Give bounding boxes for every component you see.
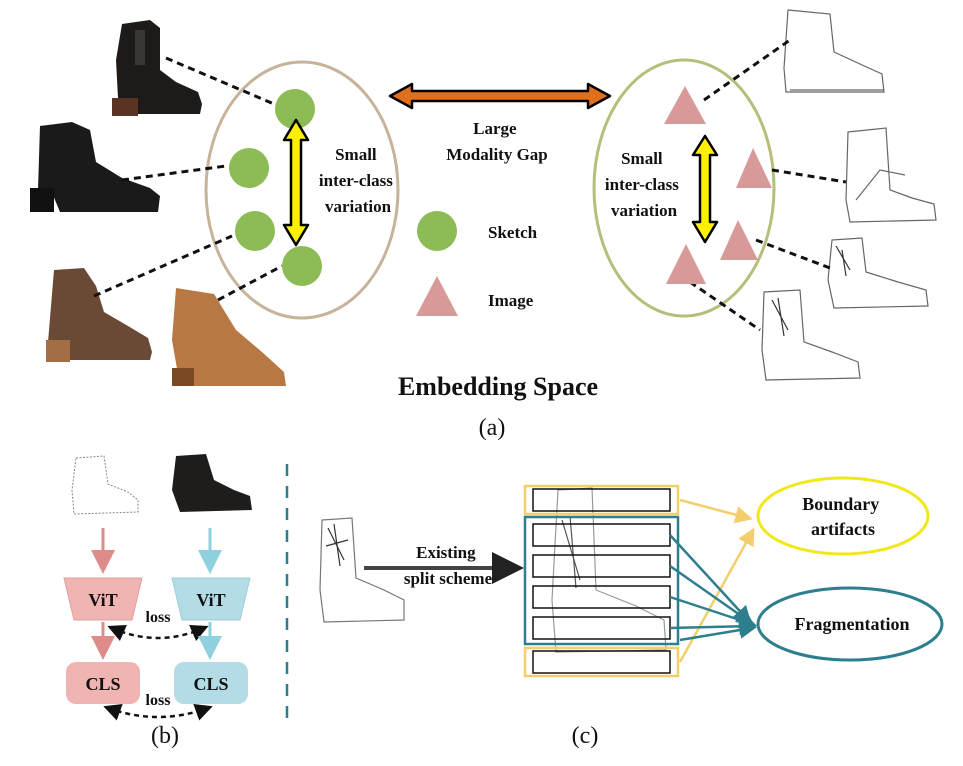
split-sketch <box>551 487 667 653</box>
input-sketch <box>319 517 405 623</box>
boot-photo-3 <box>46 268 152 362</box>
split-label-line-1: Existing <box>416 543 476 562</box>
boundary-artifacts-label: Boundary artifacts <box>802 494 884 539</box>
split-label-line-2: split scheme <box>404 569 493 588</box>
sketch-point <box>282 246 322 286</box>
fragment-container <box>523 515 680 646</box>
vit-right-label: ViT <box>196 590 225 610</box>
right-label-line-3: variation <box>611 201 678 220</box>
legend-sketch-marker <box>417 211 457 251</box>
fragmentation-label: Fragmentation <box>795 614 910 634</box>
boot-photo-2 <box>30 122 160 212</box>
sketch-point <box>229 148 269 188</box>
cls-loss-label: loss <box>146 692 171 709</box>
image-point <box>664 86 706 124</box>
fragment-arrow <box>669 617 757 636</box>
left-label-line-2: inter-class <box>319 171 393 190</box>
cls-right-block <box>174 662 248 704</box>
image-point <box>720 220 758 260</box>
fragment-arrow <box>669 595 757 629</box>
left-label-line-3: variation <box>325 197 392 216</box>
fragment-arrow <box>679 621 757 642</box>
patch-strip <box>532 585 671 609</box>
vit-right-block <box>171 577 251 621</box>
fragment-arrow <box>669 564 755 625</box>
right-variation-arrow <box>691 134 719 244</box>
sketch-4 <box>761 289 861 381</box>
panel-a: Small inter-class variation Small inter-… <box>30 9 937 441</box>
left-variation-arrow <box>282 118 310 247</box>
photo-connectors <box>93 56 283 302</box>
legend-image-label: Image <box>488 291 534 310</box>
image-cluster-ellipse <box>592 58 776 318</box>
boundary-arrow-top <box>679 498 753 524</box>
split-scheme-label: Existing split scheme <box>404 543 493 588</box>
patch-strip <box>532 488 671 512</box>
patch-strip <box>532 650 671 674</box>
panel-b: ViT ViT loss CLS CLS loss (b) <box>63 454 252 749</box>
modality-gap-label: Large Modality Gap <box>446 119 548 164</box>
panel-c: Existing split scheme Bound <box>319 476 944 749</box>
cls-loss-link <box>103 703 213 721</box>
boundary-label-line-1: Boundary <box>802 494 879 514</box>
modality-gap-arrow <box>388 82 612 110</box>
legend-sketch-label: Sketch <box>488 223 538 242</box>
sketch-cluster-ellipse <box>204 60 400 320</box>
fragmentation-ellipse <box>756 586 944 662</box>
right-label-line-1: Small <box>621 149 663 168</box>
sketch-connectors <box>689 38 847 332</box>
cls-left-label: CLS <box>85 674 120 694</box>
caption-b: (b) <box>151 723 179 749</box>
sketch-point <box>275 89 315 129</box>
image-point <box>666 244 706 284</box>
sketch-thumbnail <box>71 455 139 515</box>
caption-a: (a) <box>479 415 506 441</box>
left-label-line-1: Small <box>335 145 377 164</box>
cls-left-block <box>66 662 140 704</box>
gap-label-line-2: Modality Gap <box>446 145 548 164</box>
right-cluster-label: Small inter-class variation <box>605 149 683 220</box>
right-label-line-2: inter-class <box>605 175 679 194</box>
sketch-3 <box>827 237 929 309</box>
vit-loss-link <box>107 624 209 642</box>
sketch-point <box>235 211 275 251</box>
vit-loss-label: loss <box>146 609 171 626</box>
bottom-boundary-box <box>523 646 680 678</box>
boot-photo-1 <box>112 20 202 116</box>
boundary-artifacts-ellipse <box>756 476 930 556</box>
vit-left-block <box>63 577 143 621</box>
photo-thumbnail <box>172 454 252 512</box>
top-boundary-box <box>523 484 680 516</box>
image-point <box>736 148 772 188</box>
boundary-label-line-2: artifacts <box>811 519 875 539</box>
sketch-1 <box>783 9 885 93</box>
fragment-arrow <box>669 534 752 624</box>
caption-c: (c) <box>572 723 599 749</box>
legend-image-marker <box>416 276 458 316</box>
sketch-2 <box>845 127 937 223</box>
boot-photo-4 <box>172 288 286 386</box>
patch-strip <box>532 523 671 547</box>
gap-label-line-1: Large <box>473 119 517 138</box>
embedding-space-title: Embedding Space <box>398 372 598 401</box>
vit-left-label: ViT <box>88 590 117 610</box>
cls-right-label: CLS <box>193 674 228 694</box>
left-cluster-label: Small inter-class variation <box>319 145 397 216</box>
